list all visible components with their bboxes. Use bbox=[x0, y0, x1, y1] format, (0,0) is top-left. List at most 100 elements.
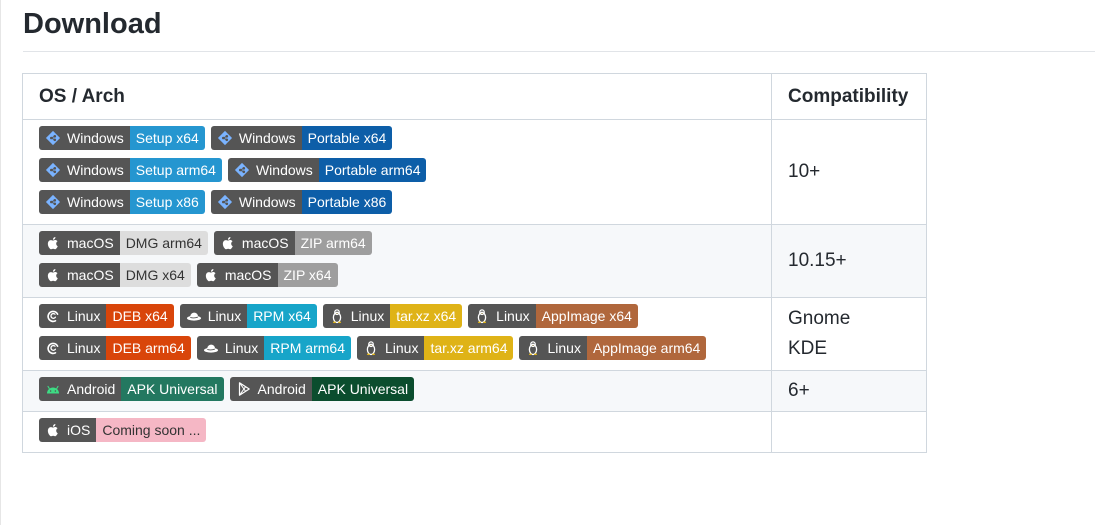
download-badge-macos-dmg-x64[interactable]: macOS DMG x64 bbox=[39, 263, 191, 287]
download-badge-linux-appimage-x64[interactable]: Linux AppImage x64 bbox=[468, 304, 638, 328]
badge-os-label: Linux bbox=[384, 340, 419, 356]
linux-compat: Gnome KDE bbox=[771, 297, 927, 371]
badge-os-label: Windows bbox=[67, 130, 124, 146]
apple-icon bbox=[203, 267, 219, 283]
badge-os-label: Linux bbox=[496, 308, 530, 324]
table-header-row: OS / Arch Compatibility bbox=[22, 73, 927, 120]
badge-os-label: Windows bbox=[255, 162, 313, 178]
badge-package-label: DEB arm64 bbox=[106, 336, 191, 360]
badge-package-label: tar.xz arm64 bbox=[424, 336, 514, 360]
git-icon bbox=[217, 194, 233, 210]
badge-os-part: Windows bbox=[227, 158, 319, 182]
android-compat: 6+ bbox=[771, 370, 927, 412]
badge-os-label: macOS bbox=[241, 235, 289, 251]
title-divider bbox=[23, 51, 1095, 52]
badge-os-part: Linux bbox=[39, 304, 107, 328]
apple-icon bbox=[45, 235, 61, 251]
badge-os-label: macOS bbox=[67, 267, 114, 283]
badge-os-label: Android bbox=[67, 381, 116, 397]
badge-os-part: Linux bbox=[196, 336, 265, 360]
ios-compat bbox=[771, 411, 927, 453]
tux-icon bbox=[329, 308, 345, 324]
header-compatibility: Compatibility bbox=[771, 73, 927, 120]
download-table: OS / Arch Compatibility Windows Setup x64… bbox=[22, 73, 927, 453]
tux-icon bbox=[525, 340, 541, 356]
badge-package-label: DMG x64 bbox=[119, 263, 191, 287]
git-icon bbox=[45, 162, 61, 178]
windows-compat: 10+ bbox=[771, 119, 927, 225]
apple-icon bbox=[220, 235, 236, 251]
linux-compat-kde: KDE bbox=[788, 338, 828, 359]
badge-package-label: ZIP x64 bbox=[277, 263, 338, 287]
macos-compat: 10.15+ bbox=[771, 224, 927, 298]
download-badge-windows-setup-x64[interactable]: Windows Setup x64 bbox=[39, 126, 205, 150]
badge-package-label: AppImage x64 bbox=[535, 304, 638, 328]
apple-icon bbox=[45, 267, 61, 283]
apple-icon bbox=[45, 422, 61, 438]
download-badge-windows-portable-arm64[interactable]: Windows Portable arm64 bbox=[227, 158, 427, 182]
badge-os-label: macOS bbox=[67, 235, 114, 251]
page-title: Download bbox=[23, 8, 162, 40]
tux-icon bbox=[363, 340, 379, 356]
badge-os-label: Linux bbox=[547, 340, 581, 356]
badge-package-label: Setup x86 bbox=[129, 190, 205, 214]
git-icon bbox=[217, 130, 233, 146]
badge-package-label: APK Universal bbox=[121, 377, 224, 401]
redhat-icon bbox=[186, 308, 202, 324]
badge-os-part: Linux bbox=[322, 304, 391, 328]
badge-package-label: Setup x64 bbox=[129, 126, 205, 150]
badge-os-part: Linux bbox=[519, 336, 587, 360]
badge-os-part: Windows bbox=[39, 158, 130, 182]
tux-icon bbox=[474, 308, 490, 324]
left-border bbox=[0, 0, 1, 525]
git-icon bbox=[234, 162, 250, 178]
header-os-arch: OS / Arch bbox=[22, 73, 772, 120]
git-icon bbox=[45, 130, 61, 146]
badge-package-label: DEB x64 bbox=[106, 304, 174, 328]
badge-os-part: macOS bbox=[213, 231, 295, 255]
badge-os-part: Android bbox=[229, 377, 312, 401]
download-badge-linux-tar-xz-arm64[interactable]: Linux tar.xz arm64 bbox=[356, 336, 514, 360]
download-badge-android-apk-universal[interactable]: Android APK Universal bbox=[39, 377, 224, 401]
badge-package-label: RPM arm64 bbox=[264, 336, 351, 360]
badge-package-label: RPM x64 bbox=[247, 304, 317, 328]
android-icon bbox=[45, 381, 61, 397]
badge-os-part: Linux bbox=[468, 304, 536, 328]
badge-package-label: tar.xz x64 bbox=[390, 304, 463, 328]
badge-package-label: Portable arm64 bbox=[318, 158, 427, 182]
badge-os-part: Windows bbox=[210, 190, 302, 214]
badge-os-part: Linux bbox=[39, 336, 107, 360]
debian-icon bbox=[45, 340, 61, 356]
badge-os-label: iOS bbox=[67, 422, 91, 438]
badge-os-part: macOS bbox=[39, 231, 120, 255]
linux-compat-gnome: Gnome bbox=[788, 308, 851, 329]
google-play-icon bbox=[236, 381, 252, 397]
